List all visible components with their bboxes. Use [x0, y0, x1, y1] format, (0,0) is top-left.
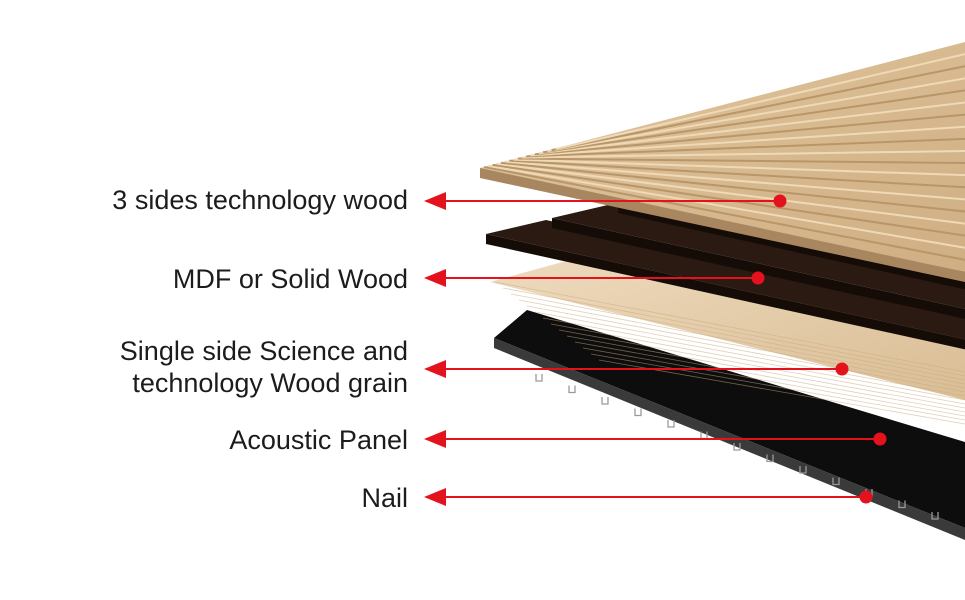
nail-mark: [799, 466, 807, 474]
mdf-slat: [486, 220, 965, 350]
callout-acoustic-panel: [424, 430, 887, 448]
callout-arrows: [424, 192, 887, 506]
label-technology-wood: 3 sides technology wood: [112, 185, 408, 215]
label-nail: Nail: [361, 483, 408, 513]
label-acoustic-panel: Acoustic Panel: [229, 425, 408, 455]
nail-mark: [832, 477, 840, 486]
mdf-slat: [552, 204, 965, 319]
technology-wood-layer: [480, 42, 965, 282]
nail-mark: [568, 385, 576, 394]
nail-mark: [766, 454, 774, 463]
nail-mark: [898, 500, 906, 509]
callout-veneer: [424, 360, 849, 378]
label-mdf: MDF or Solid Wood: [172, 264, 408, 294]
nail-mark: [601, 397, 609, 405]
veneer-layer: [490, 247, 965, 425]
nail-mark: [733, 443, 741, 451]
label-veneer: Single side Science and technology Wood …: [119, 336, 408, 398]
callout-nail: [424, 488, 873, 506]
nail-mark: [931, 512, 939, 520]
nail-mark: [634, 408, 642, 417]
nail-mark: [535, 374, 543, 382]
callout-mdf: [424, 269, 765, 287]
callout-technology-wood: [424, 192, 787, 210]
nail-mark: [667, 420, 675, 428]
